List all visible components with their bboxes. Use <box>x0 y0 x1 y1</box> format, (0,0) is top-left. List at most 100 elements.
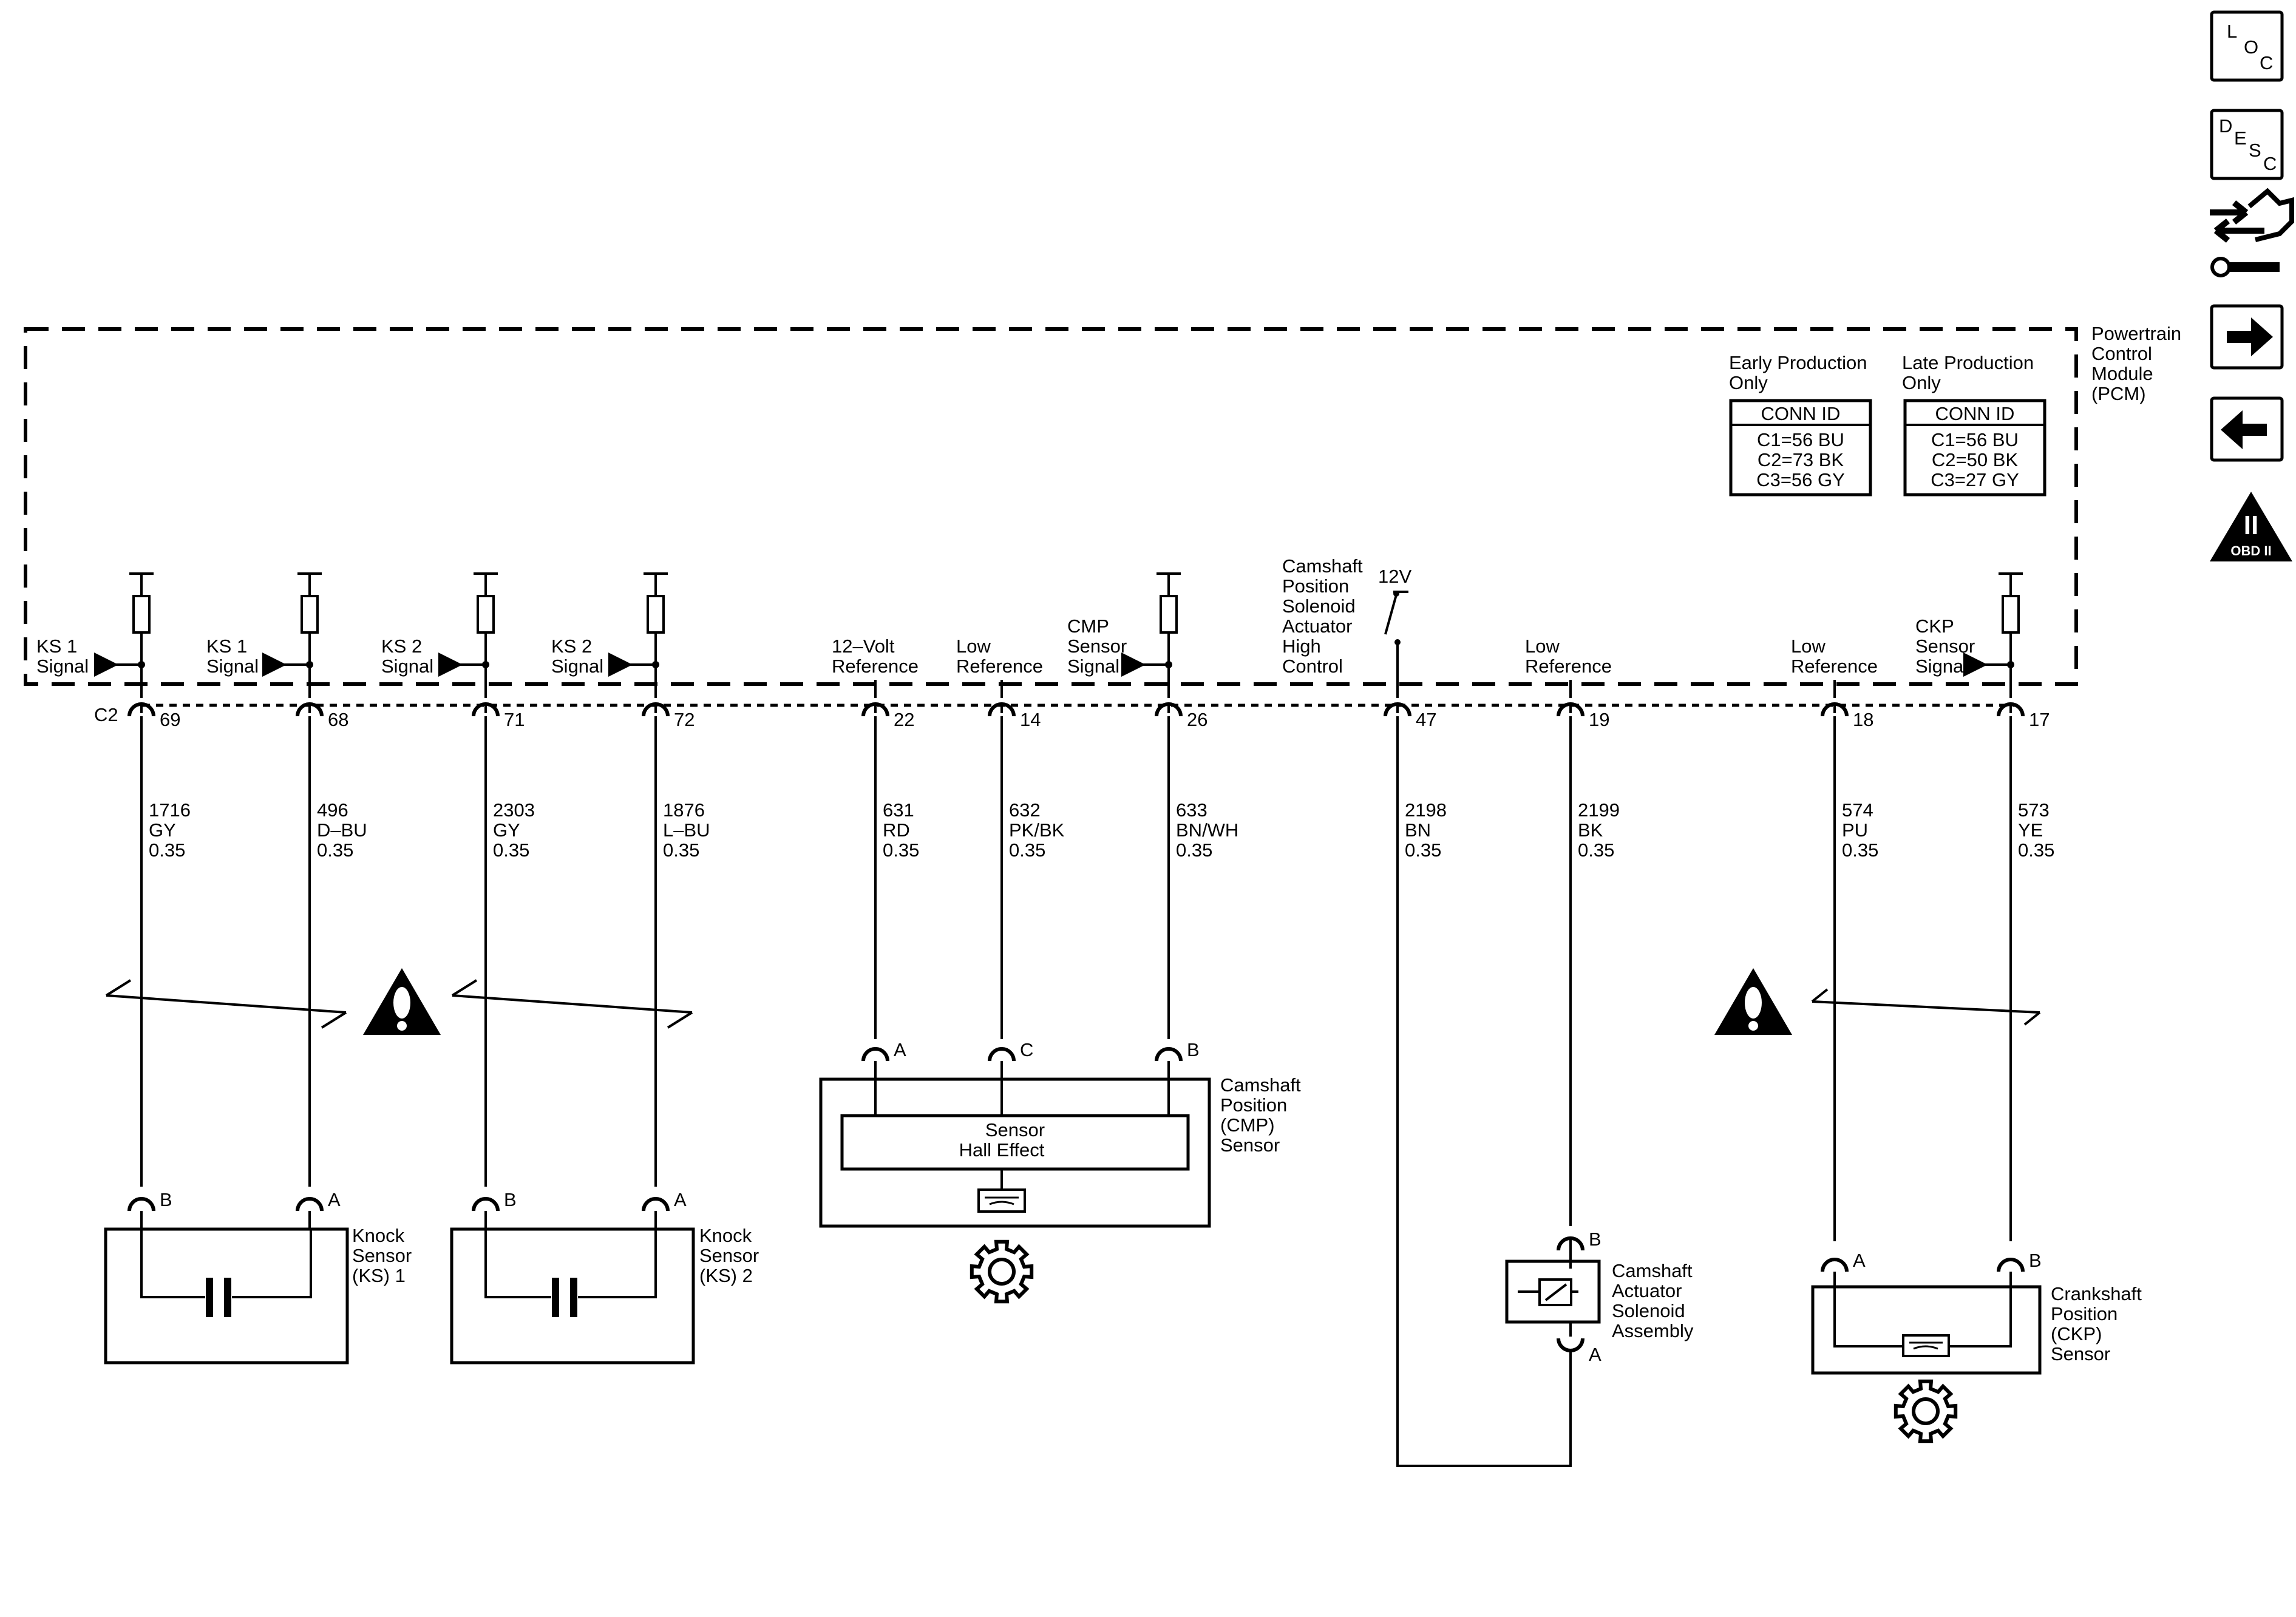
circuit-info-line: 0.35 <box>493 839 529 861</box>
conn-early-heading-1: Early Production <box>1729 352 1867 373</box>
cmp-inner-2: Hall Effect <box>959 1139 1045 1161</box>
pull-up-resistor <box>132 595 151 634</box>
conn-late-title: CONN ID <box>1935 403 2015 424</box>
signal-label-line: KS 1 <box>206 636 247 657</box>
pull-up-resistor <box>301 595 319 634</box>
pull-up-resistor <box>477 595 495 634</box>
connector-pinout-button[interactable] <box>2210 188 2294 277</box>
circuit-info-line: 631 <box>883 799 914 821</box>
cmp-label-2: Position <box>1220 1094 1287 1116</box>
circuit-info-line: L–BU <box>663 819 710 841</box>
circuit-info-line: 0.35 <box>1176 839 1212 861</box>
circuit-info-line: BN/WH <box>1176 819 1238 841</box>
gear-outline <box>970 1239 1034 1304</box>
circuit-info-line: 574 <box>1842 799 1873 821</box>
pin-number: 69 <box>160 709 180 730</box>
signal-label-line: High <box>1282 636 1321 657</box>
back-button[interactable] <box>2210 396 2284 462</box>
circuit-info-line: D–BU <box>317 819 367 841</box>
gear-hub <box>988 1258 1016 1286</box>
ks1-label-1: Knock <box>352 1225 405 1246</box>
caution-icon[interactable] <box>1714 968 1792 1035</box>
signal-label-line: Low <box>956 636 991 657</box>
circuit-info-line: 496 <box>317 799 348 821</box>
gear-hub <box>1912 1397 1940 1425</box>
pin-number: 26 <box>1187 709 1207 730</box>
circuit-info-line: 0.35 <box>149 839 185 861</box>
pin-number: 18 <box>1853 709 1873 730</box>
conn-early-heading-2: Only <box>1729 372 1768 393</box>
component-pin-letter: B <box>160 1189 172 1210</box>
circuit-info-line: 0.35 <box>2018 839 2054 861</box>
component-pin: A <box>1821 1250 1866 1290</box>
conn-late-row: C3=27 GY <box>1931 469 2019 490</box>
circuit-info-line: GY <box>493 819 520 841</box>
conn-late-row: C1=56 BU <box>1931 429 2019 450</box>
signal-label-line: Low <box>1791 636 1826 657</box>
component-pin: B <box>1997 1250 2042 1290</box>
component-pin-cup <box>861 1047 889 1062</box>
conn-late-heading-1: Late Production <box>1902 352 2034 373</box>
signal-label-line: Position <box>1282 575 1349 597</box>
component-pin-letter: B <box>1187 1039 1200 1060</box>
signal-label-line: 12–Volt <box>832 636 895 657</box>
circuit-info-line: 2198 <box>1405 799 1447 821</box>
component-pin-cup <box>988 1047 1016 1062</box>
pull-up-resistor <box>647 595 665 634</box>
circuit-info-line: BN <box>1405 819 1431 841</box>
ks2-label-1: Knock <box>699 1225 752 1246</box>
component-pin-cup <box>1997 1258 2025 1272</box>
loc-icon-o: O <box>2244 36 2258 58</box>
pull-up-resistor <box>1160 595 1178 634</box>
supply-label: 12V <box>1378 566 1411 587</box>
signal-label-line: Reference <box>956 656 1043 677</box>
ks1-label-3: (KS) 1 <box>352 1265 406 1286</box>
signal-label-line: Signal <box>381 656 433 677</box>
desc-icon: D <box>2219 115 2232 137</box>
signal-label-line: Actuator <box>1282 615 1352 637</box>
component-pin-letter: A <box>1589 1344 1601 1365</box>
next-button[interactable] <box>2210 304 2284 370</box>
signal-label-line: Reference <box>1525 656 1612 677</box>
pin-number: 22 <box>894 709 914 730</box>
circuit-info-line: PU <box>1842 819 1868 841</box>
gear-icon <box>970 1239 1034 1304</box>
signal-label-line: Signal <box>206 656 259 677</box>
signal-label-line: CMP <box>1067 615 1109 637</box>
component-pin-cup <box>1557 1338 1584 1352</box>
pcm-label-line2: Control <box>2091 343 2152 364</box>
component-pin: B <box>127 1189 172 1229</box>
signal-label-line: KS 2 <box>381 636 422 657</box>
component-pin: B <box>1155 1039 1200 1079</box>
obd-ii-button[interactable]: II OBD II <box>2210 492 2292 561</box>
ks2-label-3: (KS) 2 <box>699 1265 753 1286</box>
pin-number: 47 <box>1416 709 1436 730</box>
circuit-info-line: 573 <box>2018 799 2050 821</box>
pcm-label-line1: Powertrain <box>2091 323 2181 344</box>
caution-icon[interactable] <box>363 968 441 1035</box>
desc-button[interactable]: D E S C <box>2210 109 2284 180</box>
signal-label-line: KS 2 <box>551 636 592 657</box>
loc-button[interactable]: L O C <box>2210 10 2284 82</box>
